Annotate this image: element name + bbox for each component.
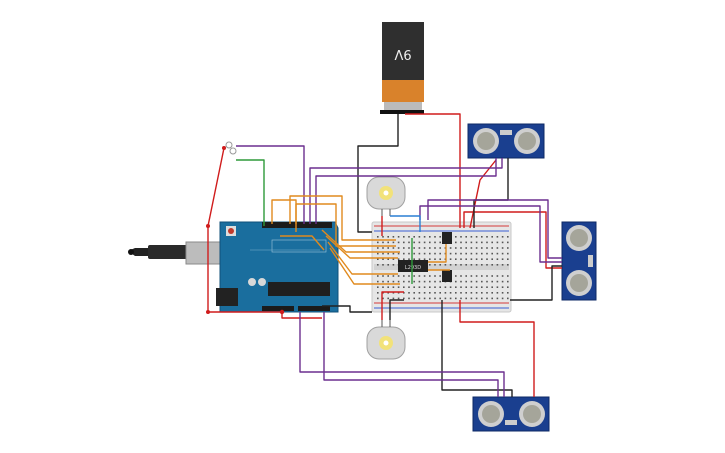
ic-small-bottom[interactable]	[442, 270, 452, 282]
wire-black[interactable]	[322, 305, 372, 313]
wire-orange[interactable]	[321, 229, 400, 253]
battery-top	[382, 22, 424, 80]
breadboard-holes	[377, 236, 509, 300]
wires	[207, 113, 562, 397]
microcontroller-chip	[268, 282, 330, 296]
reset-button[interactable]	[228, 228, 234, 234]
battery-label: 9V	[394, 46, 411, 61]
wire-black[interactable]	[441, 300, 513, 397]
wire-orange[interactable]	[280, 235, 325, 251]
dc-motor-top[interactable]	[366, 176, 406, 216]
wire-red[interactable]	[459, 300, 535, 397]
wire-purple[interactable]	[427, 199, 562, 259]
slide-switch[interactable]	[225, 141, 237, 155]
wire-black[interactable]	[389, 299, 404, 320]
wire-black[interactable]	[510, 265, 562, 301]
usb-port	[185, 241, 225, 265]
driver-label: L293D	[405, 265, 421, 271]
wire-blue[interactable]	[390, 215, 421, 232]
wire-purple[interactable]	[323, 312, 499, 397]
battery-9v[interactable]: 9V	[380, 22, 424, 114]
ultrasonic-sensor-right[interactable]	[561, 221, 597, 301]
junctions	[206, 146, 285, 315]
wire-orange[interactable]	[325, 235, 398, 259]
ultrasonic-sensor-top[interactable]	[467, 123, 545, 159]
breadboard[interactable]	[371, 221, 512, 313]
wire-red[interactable]	[207, 147, 282, 313]
wire-orange[interactable]	[327, 241, 398, 275]
arduino-uno[interactable]	[128, 221, 339, 313]
l293d-driver[interactable]: L293D	[398, 260, 428, 272]
usb-cable[interactable]	[148, 245, 188, 259]
wire-black[interactable]	[357, 114, 399, 233]
wire-green[interactable]	[236, 159, 265, 226]
wire-orange[interactable]	[289, 195, 396, 241]
wire-purple[interactable]	[299, 312, 505, 397]
wire-purple[interactable]	[419, 205, 562, 263]
power-header	[262, 306, 294, 311]
dc-motor-bottom[interactable]	[366, 320, 406, 360]
digital-header	[262, 222, 332, 228]
wire-orange[interactable]	[329, 247, 400, 285]
wire-purple[interactable]	[236, 145, 305, 224]
wire-orange[interactable]	[295, 203, 396, 247]
driver-chip	[398, 260, 428, 272]
battery-terminal	[384, 102, 422, 110]
wire-red[interactable]	[405, 113, 461, 228]
wire-red[interactable]	[381, 291, 404, 320]
wire-orange[interactable]	[428, 244, 447, 263]
wire-purple[interactable]	[315, 158, 497, 224]
battery-bottom	[382, 80, 424, 102]
ultrasonic-sensor-bottom[interactable]	[472, 396, 550, 432]
analog-header	[298, 306, 330, 311]
ic-small-top[interactable]	[442, 232, 452, 244]
power-jack	[216, 288, 238, 306]
wire-red[interactable]	[281, 312, 322, 319]
